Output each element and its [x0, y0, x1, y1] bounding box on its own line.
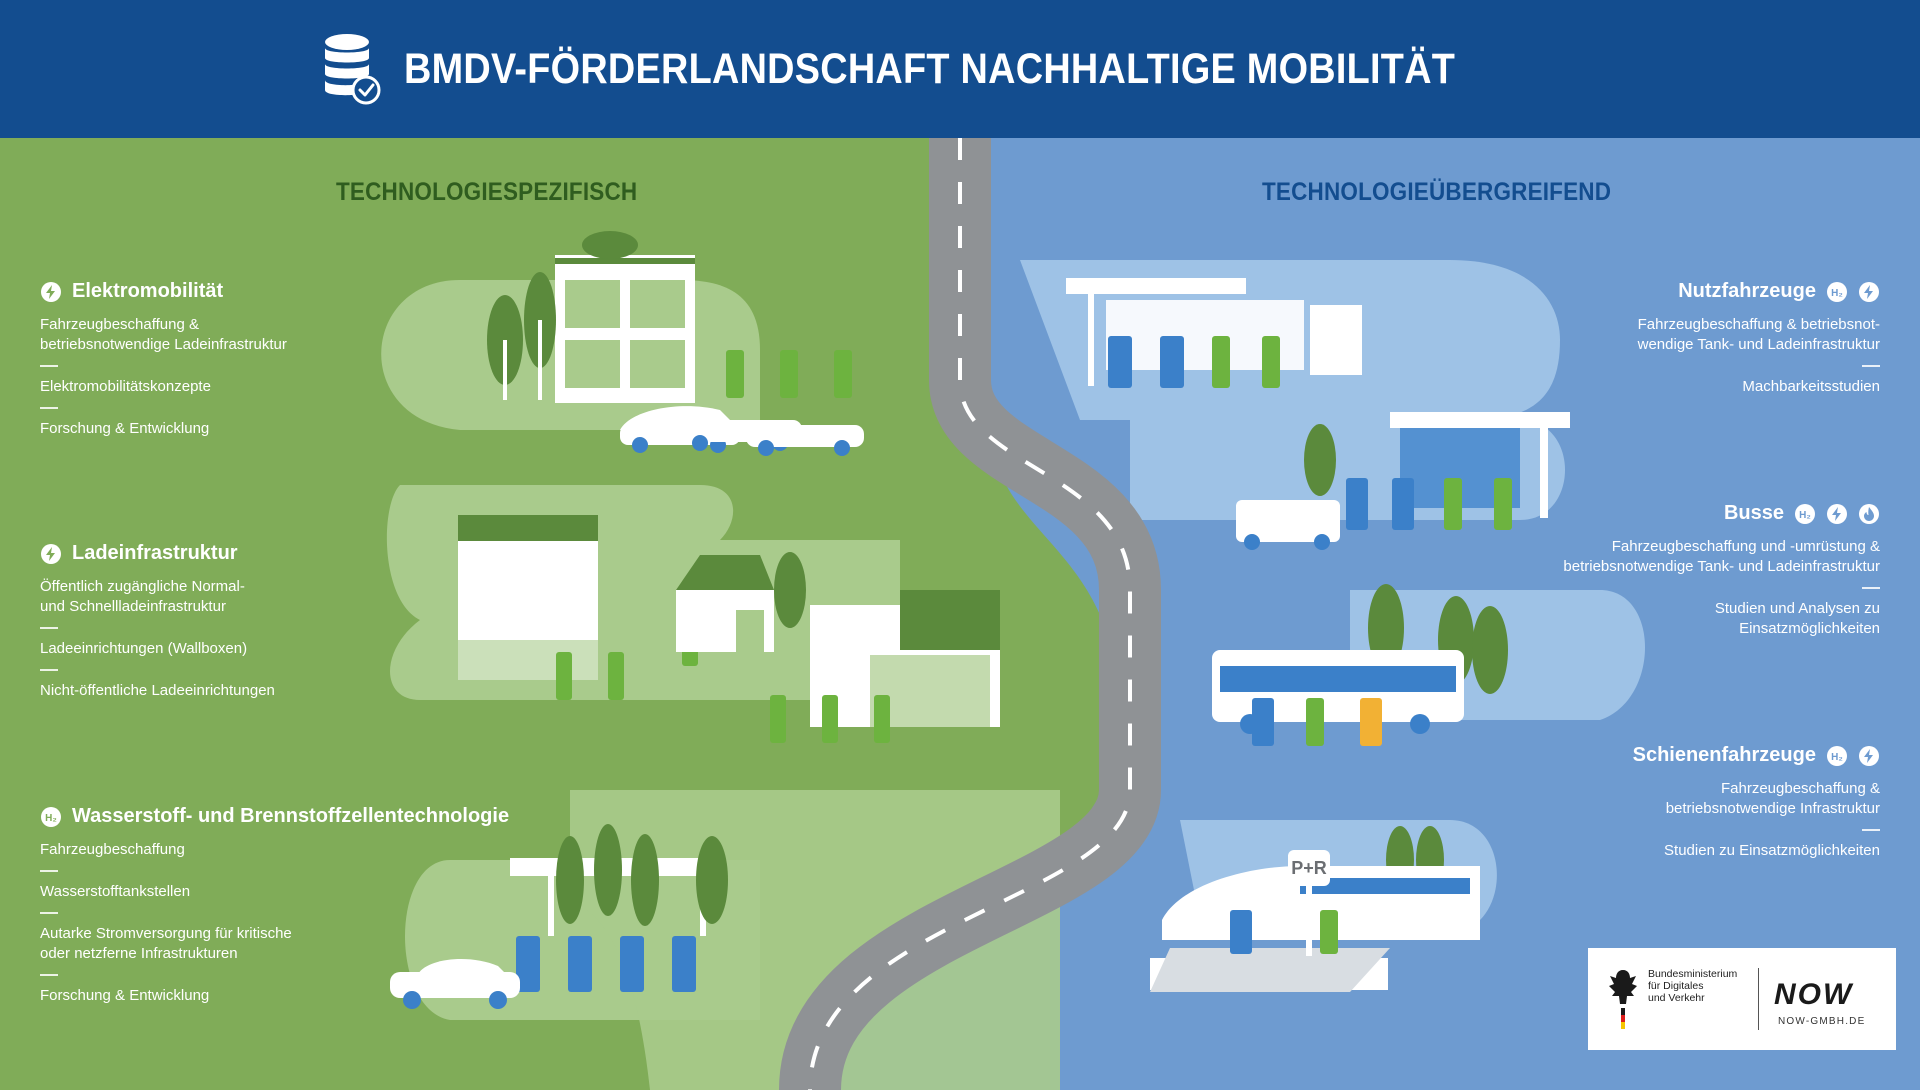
list-item: Fahrzeugbeschaffung & betriebsnotwendige… [40, 316, 287, 353]
category-busse: Busse H₂ Fahrzeugbeschaffung und -umrüst… [1500, 502, 1880, 649]
apartment-building [458, 515, 598, 680]
category-label: Nutzfahrzeuge [1678, 280, 1816, 302]
category-label: Wasserstoff- und Brennstoffzellentechnol… [72, 805, 510, 827]
svg-text:H₂: H₂ [1831, 288, 1843, 299]
electric-cars [620, 406, 864, 456]
header-bar [0, 0, 1920, 138]
ministry-line: für Digitales [1648, 980, 1704, 992]
divider [40, 365, 58, 367]
hydrogen-car [390, 959, 520, 1009]
bus-scene [1212, 584, 1508, 746]
category-label: Schienenfahrzeuge [1632, 744, 1816, 766]
divider [1862, 829, 1880, 831]
divider [40, 407, 58, 409]
hydrogen-icon: H₂ [41, 806, 61, 827]
lightning-icon [1859, 745, 1879, 766]
category-label: Elektromobilität [72, 280, 224, 302]
list-item: Ladeeinrichtungen (Wallboxen) [40, 640, 248, 657]
list-item: Fahrzeugbeschaffung [40, 841, 185, 858]
list-item: Fahrzeugbeschaffung und -umrüstung & bet… [1563, 538, 1880, 575]
federal-eagle-icon [1609, 970, 1637, 1029]
ministry-line: und Verkehr [1648, 992, 1705, 1004]
list-item: Forschung & Entwicklung [40, 420, 210, 437]
now-url: NOW-GMBH.DE [1778, 1016, 1866, 1027]
list-item: Elektromobilitätskonzepte [40, 378, 211, 395]
category-label: Ladeinfrastruktur [72, 542, 238, 564]
svg-text:H₂: H₂ [45, 813, 57, 824]
road-markings [808, 138, 1132, 1090]
list-item: Machbarkeitsstudien [1742, 378, 1880, 395]
divider [1862, 365, 1880, 367]
ministry-name: Bundesministerium für Digitales und Verk… [1648, 968, 1737, 1004]
chargers-middle-right [770, 695, 890, 743]
category-nutzfahrzeuge: Nutzfahrzeuge H₂ Fahrzeugbeschaffung & b… [1540, 280, 1880, 407]
list-item: Forschung & Entwicklung [40, 987, 210, 1004]
flame-icon [1859, 503, 1879, 524]
truck-station [1066, 278, 1362, 388]
section-title-right: TECHNOLOGIEÜBERGREIFEND [1262, 178, 1612, 206]
section-title-left: TECHNOLOGIESPEZIFISCH [336, 178, 638, 206]
hydrogen-icon: H₂ [1827, 281, 1847, 302]
category-schienenfahrzeuge: Schienenfahrzeuge H₂ Fahrzeugbeschaffung… [1540, 744, 1880, 871]
logo-panel: Bundesministerium für Digitales und Verk… [1588, 948, 1896, 1050]
divider [40, 912, 58, 914]
now-logo: NOW [1774, 978, 1854, 1011]
house [676, 552, 806, 652]
category-wasserstoff: H₂ Wasserstoff- und Brennstoffzellentech… [40, 805, 509, 1016]
page-title: BMDV-FÖRDERLANDSCHAFT NACHHALTIGE MOBILI… [403, 44, 1455, 93]
list-item: Wasserstofftankstellen [40, 883, 191, 900]
category-elektromobilitaet: Elektromobilität Fahrzeugbeschaffung & b… [40, 280, 340, 449]
office-building [555, 231, 695, 403]
list-item: Fahrzeugbeschaffung & betriebsnot-wendig… [1637, 316, 1880, 353]
lightning-icon [41, 281, 61, 302]
logo-divider [1758, 968, 1759, 1030]
list-item: Studien zu Einsatzmöglichkeiten [1664, 842, 1880, 859]
train-scene [1150, 826, 1480, 992]
lightning-icon [1827, 503, 1847, 524]
header: BMDV-FÖRDERLANDSCHAFT NACHHALTIGE MOBILI… [0, 0, 1920, 138]
van-station [1236, 412, 1570, 550]
category-label: Busse [1723, 502, 1784, 524]
lightning-icon [1859, 281, 1879, 302]
hydrogen-icon: H₂ [1827, 745, 1847, 766]
divider [40, 669, 58, 671]
divider [40, 627, 58, 629]
divider [40, 974, 58, 976]
database-check-icon [324, 34, 381, 105]
svg-text:H₂: H₂ [1831, 752, 1843, 763]
divider [40, 870, 58, 872]
svg-text:H₂: H₂ [1799, 510, 1811, 521]
list-item: Autarke Stromversorgung für kritische od… [40, 925, 292, 962]
list-item: Nicht-öffentliche Ladeeinrichtungen [40, 682, 275, 699]
hydrogen-icon: H₂ [1795, 503, 1815, 524]
chargers-top [726, 350, 852, 398]
supermarket [810, 590, 1000, 727]
list-item: Öffentlich zugängliche Normal- und Schne… [40, 578, 245, 615]
trees-left-1 [487, 272, 556, 400]
ministry-line: Bundesministerium [1648, 968, 1738, 980]
lightning-icon [41, 543, 61, 564]
list-item: Fahrzeugbeschaffung & betriebsnotwendige… [1665, 780, 1880, 817]
list-item: Studien und Analysen zu Einsatzmöglichke… [1714, 600, 1880, 637]
divider [1862, 587, 1880, 589]
park-ride-sign: P+R [1291, 858, 1327, 878]
category-ladeinfrastruktur: Ladeinfrastruktur Öffentlich zugängliche… [40, 542, 340, 711]
hydrogen-station [510, 824, 728, 992]
